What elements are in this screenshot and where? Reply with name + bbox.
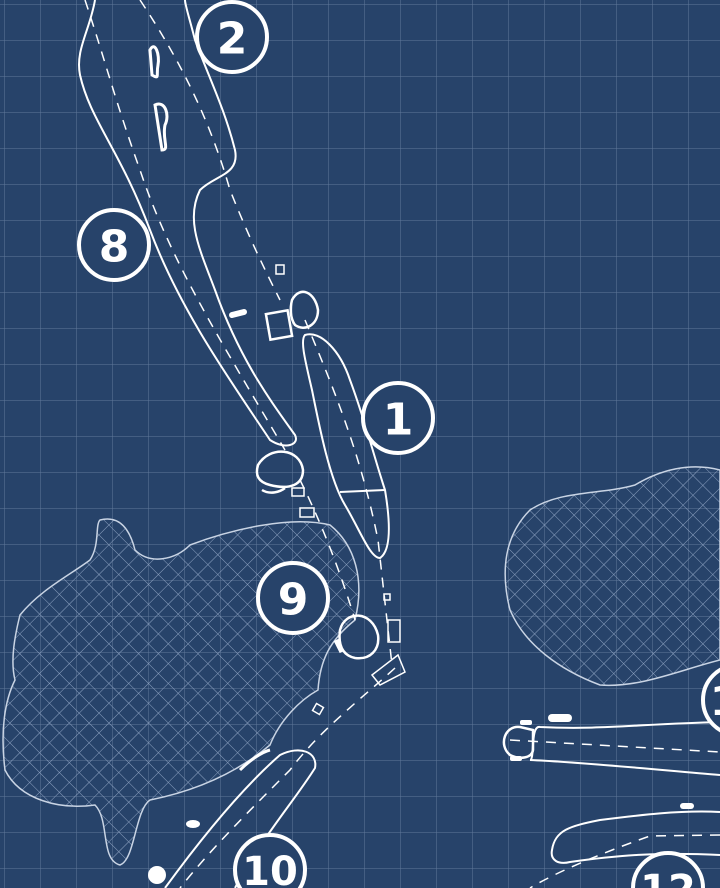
hole-number-label: 1 — [383, 395, 414, 446]
bunkers-hole-11 — [510, 714, 694, 809]
hole-marker-9[interactable]: 9 — [256, 561, 330, 635]
green-hole-1 — [264, 264, 320, 342]
green-hole-8 — [255, 450, 305, 494]
centerline-hole-10 — [179, 667, 396, 888]
centerline-hole-2 — [139, 0, 281, 301]
bunkers-hole-10 — [148, 748, 271, 884]
fairway-hole-10 — [164, 749, 317, 888]
hole-number-label: 10 — [242, 849, 298, 888]
centerline-hole-8 — [84, 0, 286, 451]
hole-marker-10[interactable]: 10 — [233, 833, 307, 888]
hole-marker-8[interactable]: 8 — [77, 208, 151, 282]
hole-number-label: 11 — [710, 679, 720, 725]
hole-number-label: 12 — [640, 867, 696, 888]
tees-hole-9 — [291, 487, 406, 716]
fairway-hole-1 — [302, 333, 390, 560]
fairway-hole-12 — [550, 810, 720, 864]
hole-marker-1[interactable]: 1 — [361, 381, 435, 455]
centerline-hole-12 — [529, 834, 720, 888]
green-hole-11 — [502, 725, 535, 759]
bunkers-hole-2 — [148, 45, 247, 318]
green-hole-9 — [333, 614, 380, 660]
centerline-hole-9 — [299, 479, 356, 621]
hole-number-label: 8 — [99, 222, 130, 273]
hole-marker-2[interactable]: 2 — [195, 0, 269, 74]
centerline-hole-1 — [304, 319, 393, 666]
fairway-divider — [339, 489, 386, 493]
hole-number-label: 9 — [278, 575, 309, 626]
hole-marker-12[interactable]: 12 — [631, 851, 705, 888]
hole-number-label: 2 — [217, 14, 248, 65]
water-hazard-right — [504, 466, 720, 687]
fairway-hole-8 — [78, 0, 297, 447]
hole-marker-11[interactable]: 11 — [701, 665, 720, 735]
